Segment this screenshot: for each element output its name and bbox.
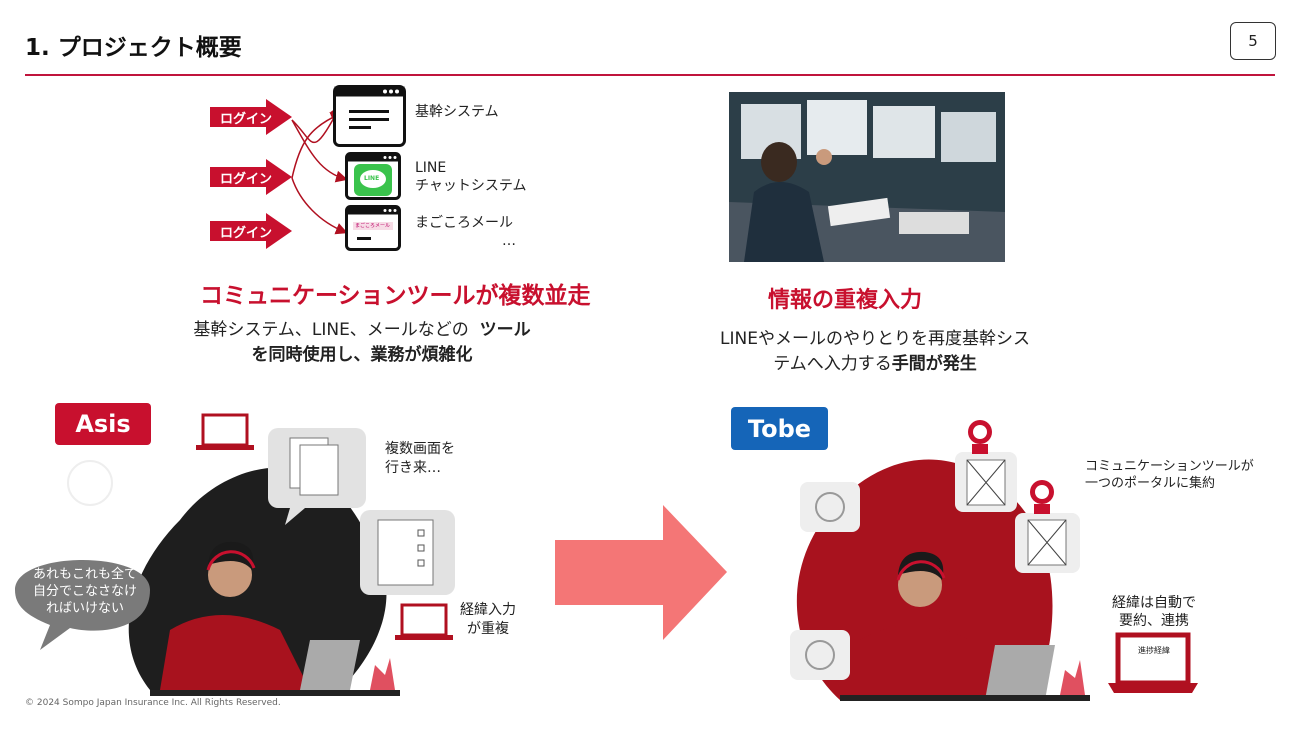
page-title: 1. プロジェクト概要 xyxy=(25,35,242,61)
caption-line: 経緯は自動で xyxy=(1112,595,1196,611)
title-divider xyxy=(25,74,1275,76)
login-label: ログイン xyxy=(220,172,273,187)
system-label-line: LINE チャットシステム xyxy=(415,159,526,195)
description-multiple-tools: 基幹システム、LINE、メールなどの ツール を同時使用し、業務が煩雑化 xyxy=(192,318,532,368)
speech-line: ればいけない xyxy=(45,601,124,616)
line-icon-text: LINE xyxy=(364,175,380,182)
office-worker-photo xyxy=(729,92,1005,262)
robot-icon xyxy=(1030,480,1054,514)
asis-illustration xyxy=(15,413,455,696)
laptop-icon xyxy=(395,603,453,640)
desc-text: LINEやメールのやりとりを再度基幹シス xyxy=(720,329,1030,349)
login-label: ログイン xyxy=(220,226,273,241)
caption-line: 複数画面を xyxy=(385,441,455,457)
login-arrow: ログイン xyxy=(210,213,292,249)
login-arrow: ログイン xyxy=(210,99,292,135)
system-label-mail: まごころメール xyxy=(415,215,513,231)
login-flow-arrows xyxy=(291,104,348,235)
desc-bold: 手間が発生 xyxy=(891,354,977,374)
desc-text: テムへ入力する xyxy=(773,354,892,374)
speech-line: 自分でこなさなけ xyxy=(32,584,137,599)
heading-multiple-tools: コミュニケーションツールが複数並走 xyxy=(200,283,591,309)
description-duplicate-input: LINEやメールのやりとりを再度基幹シス テムへ入力する手間が発生 xyxy=(710,327,1040,377)
laptop-icon xyxy=(1108,632,1198,693)
mail-window-icon xyxy=(345,205,401,251)
caption-line: が重複 xyxy=(467,621,509,637)
desc-bold: を同時使用し、業務が煩雑化 xyxy=(251,345,473,365)
tobe-auto-caption: 経緯は自動で要約、連携 xyxy=(1112,594,1196,630)
tobe-illustration xyxy=(790,420,1198,701)
ellipsis: … xyxy=(502,233,516,249)
copyright: © 2024 Sompo Japan Insurance Inc. All Ri… xyxy=(25,698,281,708)
line-label-sub: チャットシステム xyxy=(415,178,527,194)
system-label-core: 基幹システム xyxy=(415,104,499,120)
robot-icon xyxy=(968,420,992,454)
line-label: LINE xyxy=(415,160,447,176)
caption-line: 一つのポータルに集約 xyxy=(1085,476,1216,491)
asis-duplicate-caption: 経緯入力が重複 xyxy=(460,601,516,639)
mail-window-text: まごころメール xyxy=(355,223,391,229)
caption-line: 経緯入力 xyxy=(460,602,516,618)
page-number: 5 xyxy=(1230,22,1276,60)
laptop-icon xyxy=(196,413,254,450)
heading-duplicate-input: 情報の重複入力 xyxy=(768,288,923,313)
core-system-window-icon xyxy=(333,85,406,147)
laptop-screen-text: 進捗経緯 xyxy=(1138,646,1170,655)
login-label: ログイン xyxy=(220,112,273,127)
asis-screens-caption: 複数画面を行き来… xyxy=(385,440,455,478)
tobe-portal-caption: コミュニケーションツールが一つのポータルに集約 xyxy=(1085,458,1254,492)
caption-line: コミュニケーションツールが xyxy=(1085,459,1254,474)
transition-arrow-icon xyxy=(555,505,727,640)
desc-bold: ツール xyxy=(479,320,531,340)
asis-speech-bubble: あれもこれも全て自分でこなさなければいけない xyxy=(20,566,150,617)
caption-line: 要約、連携 xyxy=(1119,613,1189,629)
speech-line: あれもこれも全て xyxy=(32,567,137,582)
asis-badge: Asis xyxy=(55,403,151,445)
desc-text: 基幹システム、LINE、メールなどの xyxy=(193,320,469,340)
line-window-icon xyxy=(345,152,401,200)
login-arrow: ログイン xyxy=(210,159,292,195)
tobe-badge: Tobe xyxy=(731,407,828,450)
caption-line: 行き来… xyxy=(385,460,441,476)
